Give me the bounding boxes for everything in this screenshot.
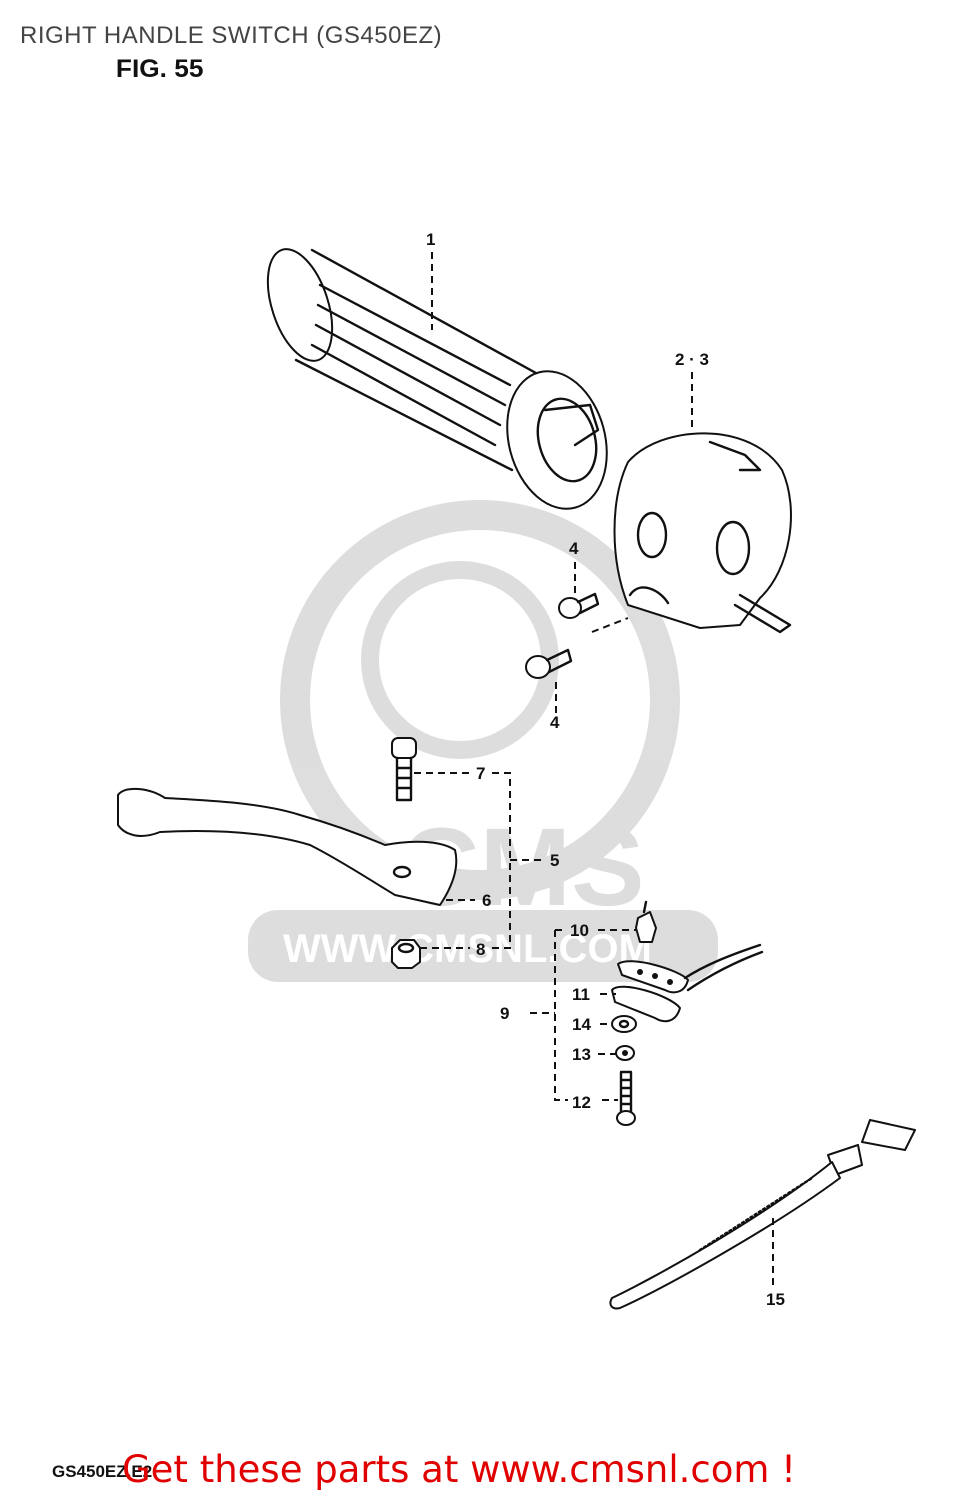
callout-12: 12 (572, 1093, 591, 1112)
figure-label: FIG. 55 (115, 55, 204, 83)
callout-15: 15 (766, 1290, 785, 1309)
callout-14: 14 (572, 1015, 591, 1034)
callout-13: 13 (572, 1045, 591, 1064)
switch-housing-drawing (613, 432, 792, 634)
plate-drawing (611, 943, 764, 1023)
callout-11: 11 (572, 985, 590, 1004)
nut-drawing (391, 939, 421, 969)
callouts: 1 2 · 3 4 4 5 6 7 8 9 10 11 12 13 14 15 (426, 230, 785, 1309)
page-title: RIGHT HANDLE SWITCH (GS450EZ) (20, 22, 443, 49)
buy-parts-link[interactable]: Get these parts at www.cmsnl.com ! (122, 1448, 797, 1491)
bolt-drawing (391, 737, 417, 802)
diagram-code: GS450EZ.E2 (52, 1462, 153, 1481)
leader-lines (414, 252, 774, 1285)
callout-8: 8 (476, 940, 485, 959)
grip-drawing (266, 248, 608, 510)
callout-4-lower: 4 (550, 713, 560, 732)
screw-12-drawing (616, 1070, 636, 1126)
callout-10: 10 (570, 921, 589, 940)
screw-upper-drawing (558, 592, 600, 619)
callout-2-3: 2 · 3 (675, 350, 709, 369)
lever-drawing (117, 787, 458, 906)
callout-6: 6 (482, 891, 491, 910)
callout-9: 9 (500, 1004, 509, 1023)
callout-7: 7 (476, 764, 485, 783)
callout-4-upper: 4 (569, 539, 579, 558)
cms-watermark: CMS WWW.CMSNL.COM (248, 500, 718, 982)
washer-14-drawing (611, 1015, 637, 1033)
small-switch-drawing (635, 900, 657, 943)
callout-1: 1 (426, 230, 435, 249)
watermark-url: WWW.CMSNL.COM (283, 927, 652, 971)
clamp-band-drawing (609, 1119, 916, 1310)
callout-5: 5 (550, 851, 559, 870)
washer-13-drawing (615, 1045, 635, 1061)
screw-lower-drawing (525, 648, 573, 679)
